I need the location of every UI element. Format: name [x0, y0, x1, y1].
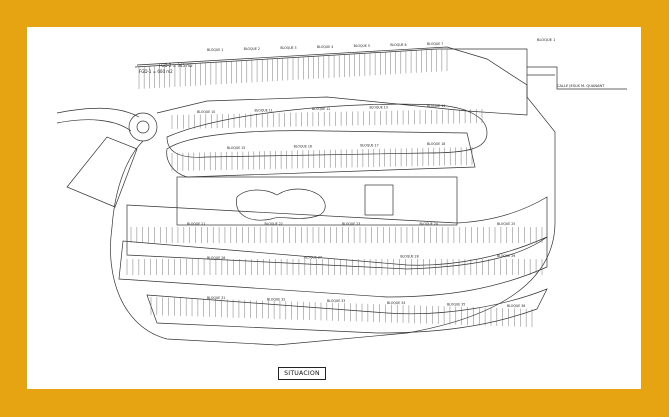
street-label: CALLE JESUS M. QUANANT: [557, 84, 605, 88]
access-road-upper: [56, 107, 140, 118]
block-label: BLOQUE 4: [317, 45, 333, 49]
plan-sheet: BLOQUE 1 BLOQUE 2 BLOQUE 3 BLOQUE 4 BLOQUE 5…: [27, 27, 641, 389]
block-label: BLOQUE 33: [327, 299, 345, 303]
area-note-1: FGD-1 = 600 m2: [139, 69, 173, 74]
right-street: [527, 66, 627, 90]
top-block-strip: [136, 46, 528, 116]
access-road-lower: [56, 119, 132, 132]
top-block-label: BLOQUE 1: [537, 38, 555, 42]
block-label: BLOQUE 15: [227, 146, 245, 150]
block-label: BLOQUE 35: [447, 302, 465, 306]
block-label: BLOQUE 27: [304, 255, 322, 259]
block-label: BLOQUE 14: [427, 104, 445, 108]
lot-lines: [126, 49, 543, 327]
block-label: BLOQUE 29: [497, 254, 515, 258]
urban-subdivision-plan: BLOQUE 1 BLOQUE 2 BLOQUE 3 BLOQUE 4 BLOQUE 5…: [56, 38, 627, 346]
block-label: BLOQUE 36: [507, 304, 525, 308]
block-label: BLOQUE 25: [497, 222, 515, 226]
ring-1: [166, 103, 488, 158]
roundabout-island: [136, 120, 150, 134]
block-label: BLOQUE 13: [370, 106, 388, 110]
block-label: BLOQUE 32: [267, 298, 285, 302]
block-label: BLOQUE 26: [207, 256, 225, 260]
block-label: BLOQUE 7: [427, 42, 443, 46]
block-label: BLOQUE 6: [390, 43, 406, 47]
block-label: BLOQUE 11: [255, 109, 273, 113]
central-park: [176, 176, 458, 226]
block-label: BLOQUE 2: [244, 47, 260, 51]
block-label: BLOQUE 16: [294, 145, 312, 149]
area-note-2: FGD-2 = 345 m2: [159, 63, 193, 68]
ring-3: [126, 196, 548, 270]
block-label: BLOQUE 24: [420, 222, 438, 226]
block-label: BLOQUE 28: [400, 255, 418, 259]
ring-5: [146, 288, 548, 334]
block-label: BLOQUE 1: [207, 48, 223, 52]
roundabout: [128, 112, 158, 142]
block-label: BLOQUE 12: [312, 107, 330, 111]
block-label: BLOQUE 23: [342, 222, 360, 226]
block-label: BLOQUE 34: [387, 301, 405, 305]
block-label: BLOQUE 17: [360, 143, 378, 147]
ring-4: [118, 236, 548, 298]
situacion-label: SITUACION: [278, 367, 326, 380]
block-label: BLOQUE 21: [187, 222, 205, 226]
block-label: BLOQUE 10: [197, 110, 215, 114]
park-pond: [236, 188, 326, 221]
block-labels: BLOQUE 1 BLOQUE 2 BLOQUE 3 BLOQUE 4 BLOQUE 5…: [187, 42, 525, 308]
left-parcel-wedge: [66, 136, 138, 208]
block-label: BLOQUE 18: [427, 142, 445, 146]
ring-2: [166, 130, 476, 178]
park-sports-field: [364, 184, 394, 216]
block-label: BLOQUE 31: [207, 296, 225, 300]
block-label: BLOQUE 5: [354, 44, 370, 48]
block-label: BLOQUE 22: [265, 222, 283, 226]
outer-boundary: [110, 48, 556, 346]
block-label: BLOQUE 3: [280, 46, 296, 50]
